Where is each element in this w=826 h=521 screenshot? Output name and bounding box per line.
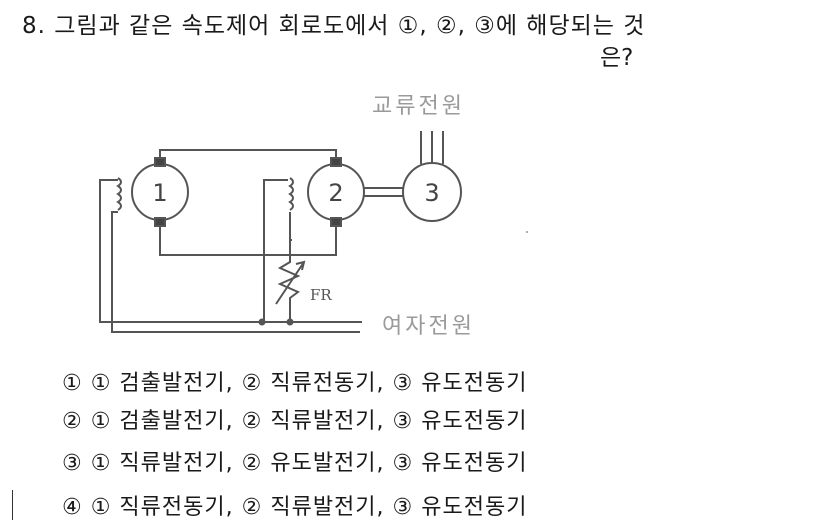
question-text-line2: 은? (600, 45, 634, 71)
machine-1-label: 1 (152, 179, 167, 207)
choice-2[interactable]: ② ① 검출발전기, ② 직류발전기, ③ 유도전동기 (62, 409, 528, 434)
choice-4[interactable]: ④ ① 직류전동기, ② 직류발전기, ③ 유도전동기 (62, 495, 528, 520)
question-text-line1: 8. 그림과 같은 속도제어 회로도에서 ①, ②, ③에 해당되는 것 (22, 13, 646, 39)
machine-3-label: 3 (424, 179, 439, 207)
ac-power-label: 교류전원 (372, 94, 465, 119)
choice-1[interactable]: ① ① 검출발전기, ② 직류전동기, ③ 유도전동기 (62, 371, 528, 396)
choice-3[interactable]: ③ ① 직류발전기, ② 유도발전기, ③ 유도전동기 (62, 451, 528, 476)
excitation-power-label: 여자전원 (382, 314, 475, 339)
machine-2-label: 2 (328, 179, 343, 207)
fr-label: FR (310, 286, 332, 304)
text-cursor-bar (12, 490, 13, 520)
